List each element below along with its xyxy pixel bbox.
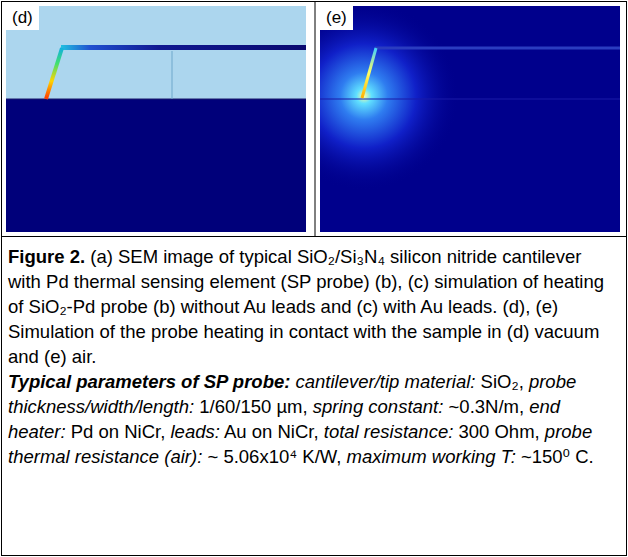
caption-paragraph: Figure 2. (a) SEM image of typical SiO₂/…: [8, 244, 614, 369]
parameter-value: ~ 5.06x10⁴ K/W,: [207, 446, 341, 467]
parameter-value: ~150⁰ C.: [521, 446, 594, 467]
simulation-panel: (e): [320, 6, 620, 232]
parameter-value: 300 Ohm,: [458, 421, 539, 442]
parameter-name: cantilever/tip material:: [296, 371, 476, 392]
air-simulation: [320, 6, 620, 232]
parameter-name: maximum working T:: [347, 446, 516, 467]
vacuum-region: [6, 6, 306, 232]
simulation-panel: (d): [6, 6, 306, 232]
caption-text: (a) SEM image of typical SiO₂/Si₃N₄ sili…: [8, 246, 604, 367]
air-region: [320, 6, 620, 232]
panel-label: (e): [320, 6, 353, 30]
parameter-value: ~0.3N/m,: [449, 396, 525, 417]
probe-tip: [46, 48, 62, 99]
figure-number: Figure 2.: [8, 246, 85, 267]
heat-glow: [320, 6, 620, 232]
probe-tip: [362, 48, 376, 98]
sample-surface: [320, 99, 620, 100]
row-divider: [2, 236, 627, 237]
parameter-value: Au on NiCr,: [224, 421, 319, 442]
parameter-value: SiO₂,: [481, 371, 524, 392]
parameter-name: spring constant:: [313, 396, 444, 417]
parameter-value: 1/60/150 µm,: [199, 396, 307, 417]
cantilever: [61, 45, 306, 50]
cantilever: [375, 47, 620, 50]
mesh-line: [172, 51, 173, 99]
figure-caption: Figure 2. (a) SEM image of typical SiO₂/…: [8, 244, 614, 469]
sample: [6, 99, 306, 232]
parameter-heading: Typical parameters of SP probe:: [8, 371, 290, 392]
parameter-value: Pd on NiCr,: [71, 421, 166, 442]
sample-surface: [6, 99, 306, 100]
parameter-name: leads:: [171, 421, 220, 442]
parameter-paragraph: Typical parameters of SP probe: cantilev…: [8, 369, 614, 469]
panel-label: (d): [6, 6, 39, 30]
cell-divider: [315, 2, 316, 237]
parameter-name: total resistance:: [324, 421, 454, 442]
vacuum-simulation: [6, 6, 306, 232]
